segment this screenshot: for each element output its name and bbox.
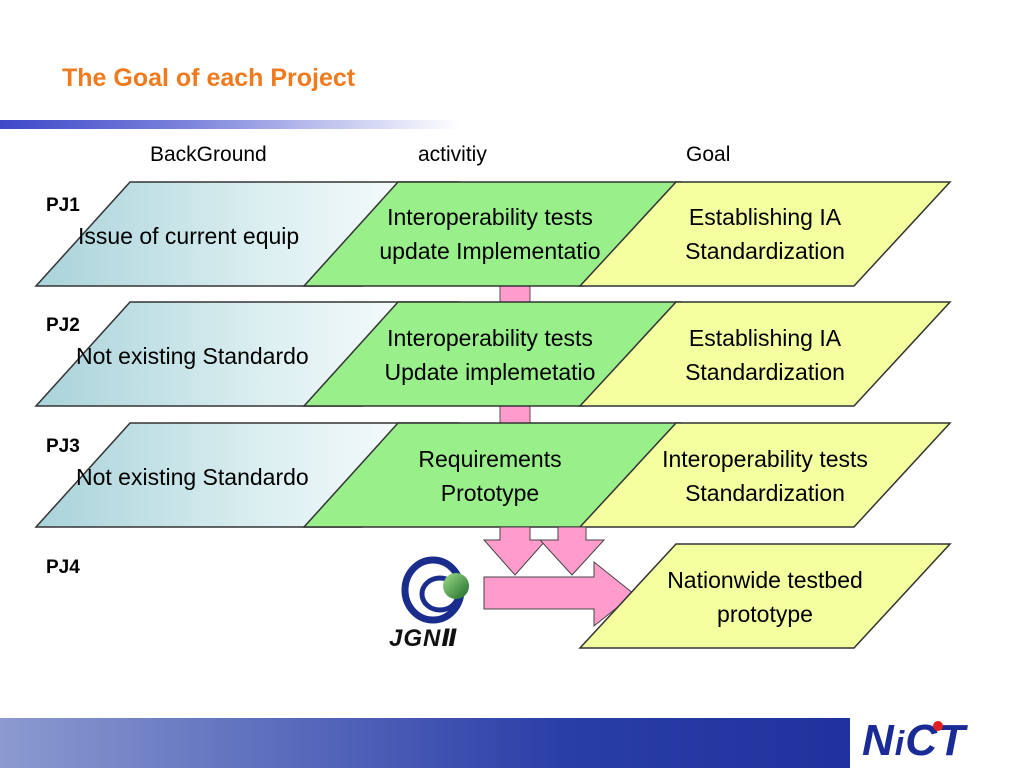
pj3-goal-line2: Standardization <box>685 480 845 506</box>
pj4-label: PJ4 <box>46 557 80 578</box>
right-arrow-to-goal <box>483 560 635 628</box>
pj2-goal-line2: Standardization <box>685 359 845 385</box>
pj1-goal-line1: Establishing IA <box>688 204 842 230</box>
pj4-goal-line2: prototype <box>717 601 813 627</box>
pj2-label: PJ2 <box>46 315 80 336</box>
nict-logo-text: NiCT <box>862 716 966 765</box>
pj2-background-text: Not existing Standardo <box>76 343 309 369</box>
pj1-activity-line2: update Implementatio <box>379 238 601 264</box>
pj4-goal-line1: Nationwide testbed <box>667 567 863 593</box>
nict-logo-dot-icon <box>933 721 943 731</box>
pj1-background-text: Issue of current equip <box>78 223 300 249</box>
pj1-goal-shape <box>578 181 952 287</box>
down-arrow-right <box>538 526 606 576</box>
pj1-activity-line1: Interoperability tests <box>387 204 593 230</box>
pj1-label: PJ1 <box>46 195 80 216</box>
column-header-background: BackGround <box>150 143 267 166</box>
pj4-goal-shape <box>578 543 952 649</box>
jgn-logo-icon <box>401 556 469 624</box>
page-title: The Goal of each Project <box>62 64 356 92</box>
pj3-activity-line1: Requirements <box>418 446 562 472</box>
pj3-goal-line1: Interoperability tests <box>662 446 868 472</box>
pj3-activity-line2: Prototype <box>440 480 540 506</box>
column-header-goal: Goal <box>686 143 731 166</box>
jgn-logo-text: JGNⅡ <box>389 625 459 652</box>
pj2-goal-line1: Establishing IA <box>688 325 842 351</box>
pj2-activity-line2: Update implemetatio <box>384 359 596 385</box>
pj3-label: PJ3 <box>46 436 80 457</box>
pj1-goal-line2: Standardization <box>685 238 845 264</box>
pj3-goal-shape <box>578 422 952 528</box>
pj3-background-text: Not existing Standardo <box>76 464 309 490</box>
pj2-activity-line1: Interoperability tests <box>387 325 593 351</box>
down-arrow-left <box>482 526 548 576</box>
title-underline <box>0 120 460 129</box>
column-header-activity: activitiy <box>418 143 487 166</box>
pj2-goal-shape <box>578 301 952 407</box>
